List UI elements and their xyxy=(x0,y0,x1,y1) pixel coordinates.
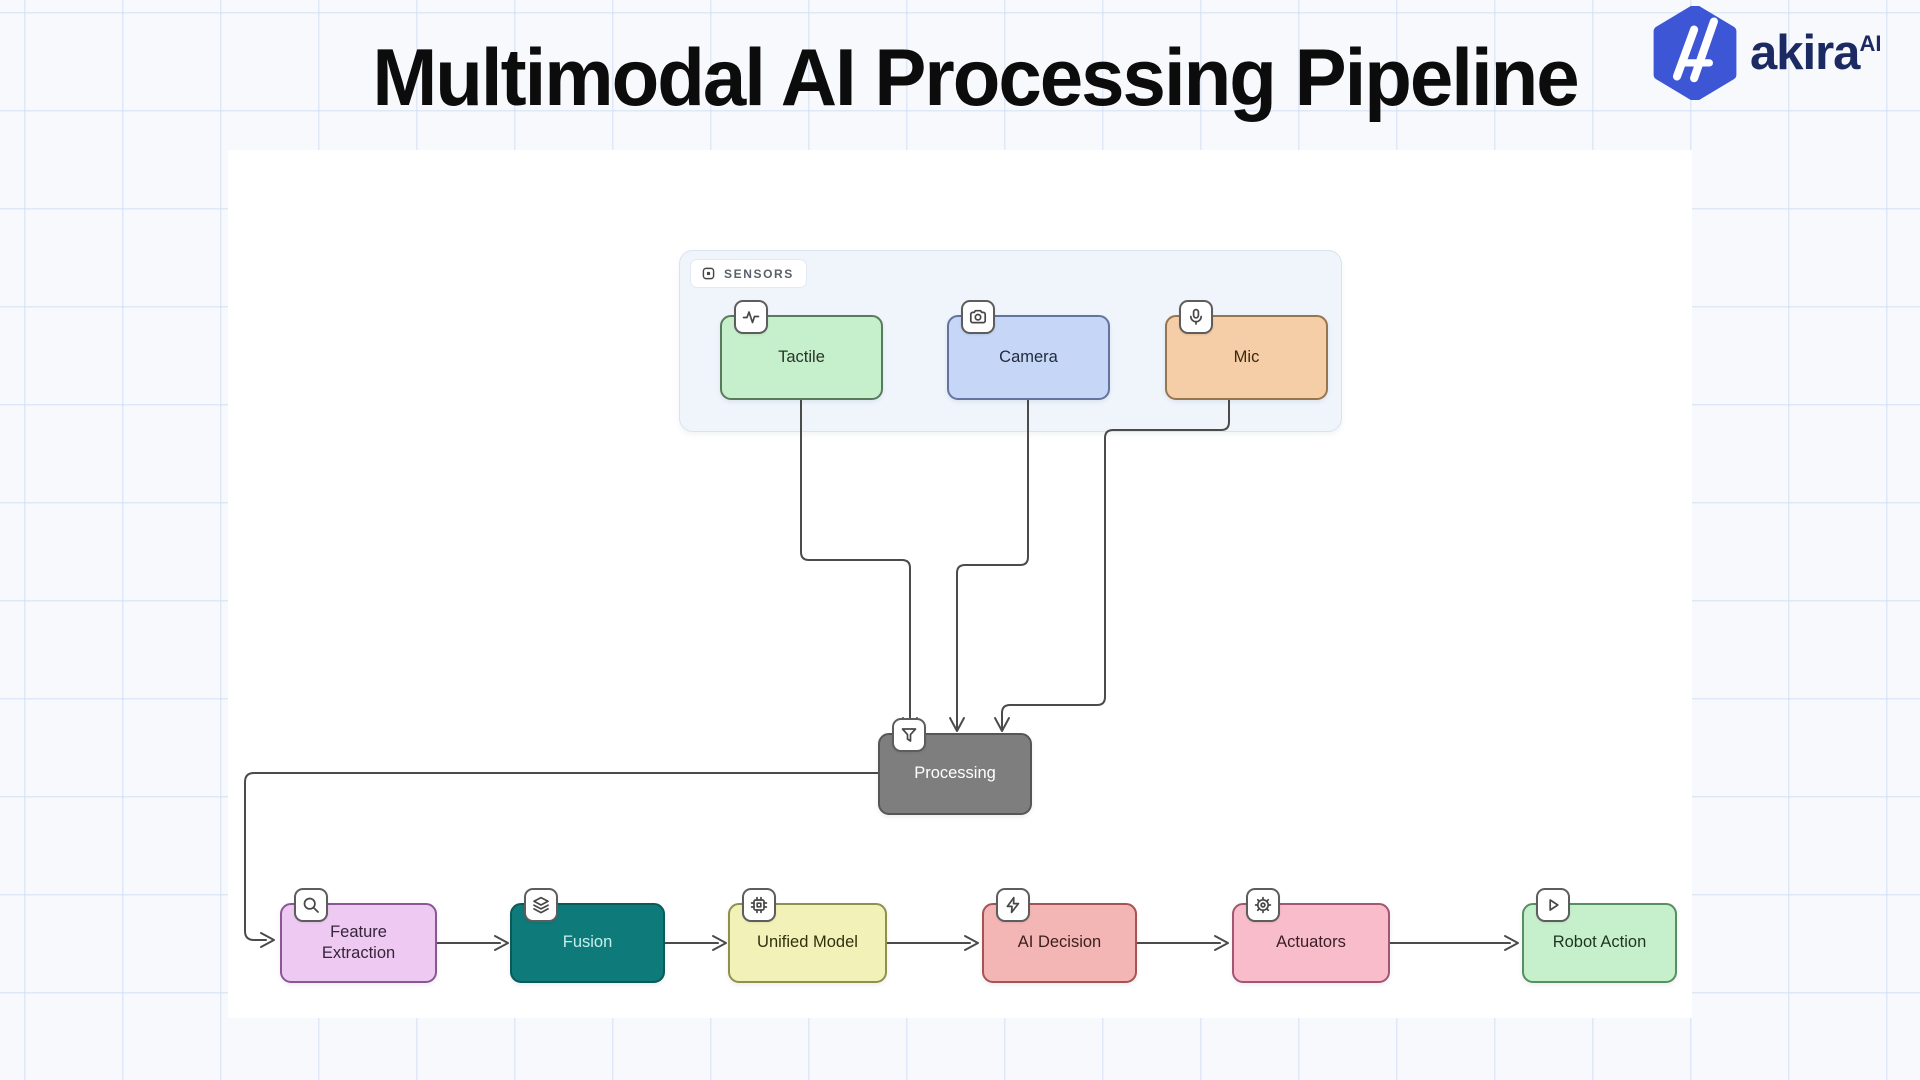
activity-icon xyxy=(734,300,768,334)
node-processing: Processing xyxy=(878,718,1032,815)
edge-unified-model-ai-decision xyxy=(886,935,979,951)
edge-tactile-processing xyxy=(800,399,918,732)
node-robot-action: Robot Action xyxy=(1522,888,1677,983)
edge-feature-extraction-fusion xyxy=(436,935,509,951)
edge-actuators-robot-action xyxy=(1389,935,1519,951)
node-label: Camera xyxy=(999,347,1058,366)
node-feature-extraction: Feature Extraction xyxy=(280,888,437,983)
brand-suffix: AI xyxy=(1859,30,1882,56)
camera-icon xyxy=(961,300,995,334)
edge-ai-decision-actuators xyxy=(1136,935,1229,951)
mic-icon xyxy=(1179,300,1213,334)
chip-icon xyxy=(700,265,717,282)
cpu-icon xyxy=(742,888,776,922)
node-fusion: Fusion xyxy=(510,888,665,983)
sensors-group-label-text: SENSORS xyxy=(724,266,794,281)
node-label: Fusion xyxy=(562,933,613,952)
edge-processing-feature-extraction xyxy=(244,772,879,948)
node-label: Tactile xyxy=(778,347,825,366)
gear-icon xyxy=(1246,888,1280,922)
search-icon xyxy=(294,888,328,922)
edge-mic-processing xyxy=(994,399,1230,732)
node-label: Processing xyxy=(914,764,996,783)
brand-name: akiraAI xyxy=(1750,25,1882,80)
edge-fusion-unified-model xyxy=(664,935,727,951)
layers-icon xyxy=(524,888,558,922)
node-camera: Camera xyxy=(947,300,1110,400)
node-label: Unified Model xyxy=(757,933,858,952)
edge-camera-processing xyxy=(949,399,1029,732)
page-title: Multimodal AI Processing Pipeline xyxy=(372,31,1579,123)
zap-icon xyxy=(996,888,1030,922)
logo-hexagon-icon xyxy=(1653,6,1737,100)
play-icon xyxy=(1536,888,1570,922)
node-label: AI Decision xyxy=(1017,933,1102,952)
brand-logo: akiraAI xyxy=(1650,6,1881,100)
node-mic: Mic xyxy=(1165,300,1328,400)
node-unified-model: Unified Model xyxy=(728,888,887,983)
node-label: Actuators xyxy=(1276,933,1346,952)
node-ai-decision: AI Decision xyxy=(982,888,1137,983)
node-label: Mic xyxy=(1233,347,1260,366)
node-label: Robot Action xyxy=(1552,933,1647,952)
node-tactile: Tactile xyxy=(720,300,883,400)
node-label: Feature Extraction xyxy=(321,922,396,962)
sensors-group-label: SENSORS xyxy=(690,259,807,288)
filter-icon xyxy=(892,718,926,752)
node-actuators: Actuators xyxy=(1232,888,1390,983)
